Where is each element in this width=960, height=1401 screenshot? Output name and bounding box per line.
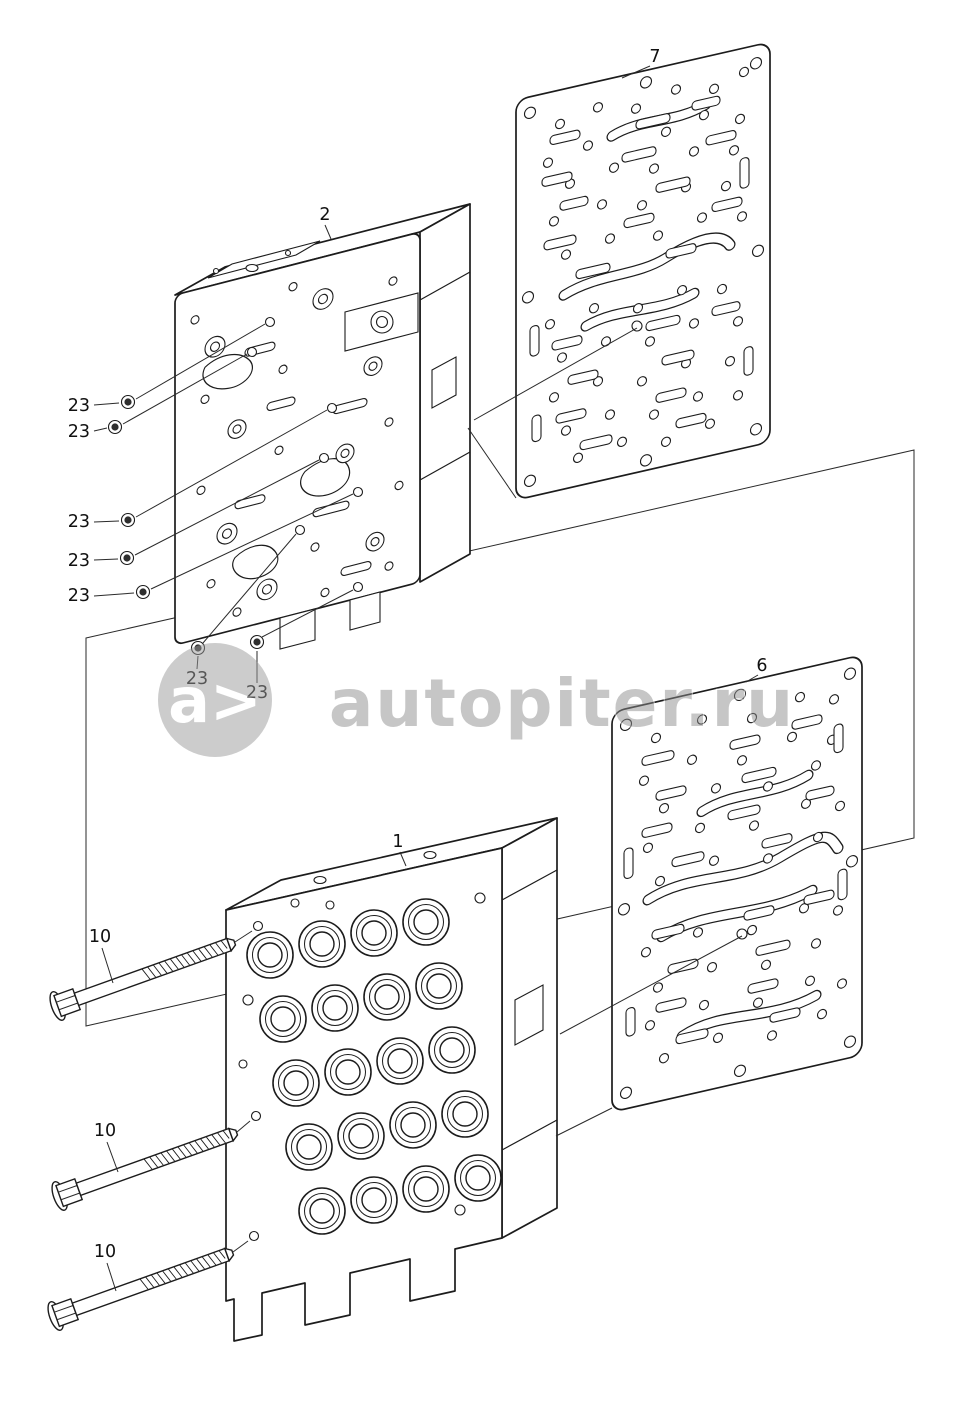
screw-23 bbox=[120, 512, 136, 528]
separator-plate-7 bbox=[515, 43, 771, 499]
watermark-site-text: autopiter.ru bbox=[329, 665, 795, 742]
watermark-logo-circle bbox=[158, 643, 272, 757]
callout-body2: 2 bbox=[319, 205, 330, 225]
upper-body-bottom-tab bbox=[279, 608, 316, 650]
bolt-10 bbox=[48, 1117, 243, 1213]
callout-bolt: 10 bbox=[89, 927, 111, 947]
callout-body1: 1 bbox=[392, 832, 403, 852]
callout-screw: 23 bbox=[68, 422, 90, 442]
section-plane-outline bbox=[85, 449, 915, 1027]
upper-body-bottom-tab bbox=[349, 591, 381, 631]
watermark: a> autopiter.ru bbox=[158, 643, 795, 757]
bolts-10 bbox=[44, 927, 253, 1333]
callout-bolt: 10 bbox=[94, 1242, 116, 1262]
callout-screw: 23 bbox=[68, 396, 90, 416]
callout-screw: 23 bbox=[68, 512, 90, 532]
screw-23 bbox=[135, 584, 151, 600]
callout-screw: 23 bbox=[68, 551, 90, 571]
upper-valve-body-2 bbox=[174, 203, 471, 650]
screw-23 bbox=[249, 634, 265, 650]
screw-23 bbox=[107, 419, 123, 435]
callout-screw: 23 bbox=[68, 586, 90, 606]
screw-23 bbox=[119, 550, 135, 566]
bolt-10 bbox=[46, 927, 241, 1023]
lower-valve-body-1 bbox=[225, 817, 558, 1342]
callout-bolt: 10 bbox=[94, 1121, 116, 1141]
callout-plate6: 6 bbox=[756, 656, 767, 676]
bolt-10 bbox=[44, 1237, 239, 1333]
upper-body-front-face bbox=[174, 233, 421, 645]
screw-23 bbox=[120, 394, 136, 410]
assembly-lines bbox=[467, 320, 748, 1137]
watermark-logo-text: a> bbox=[168, 664, 262, 737]
callout-plate7: 7 bbox=[649, 47, 660, 67]
separator-plate-6 bbox=[611, 656, 863, 1111]
upper-body-cover-plate bbox=[207, 240, 321, 279]
screws-23 bbox=[93, 323, 354, 683]
